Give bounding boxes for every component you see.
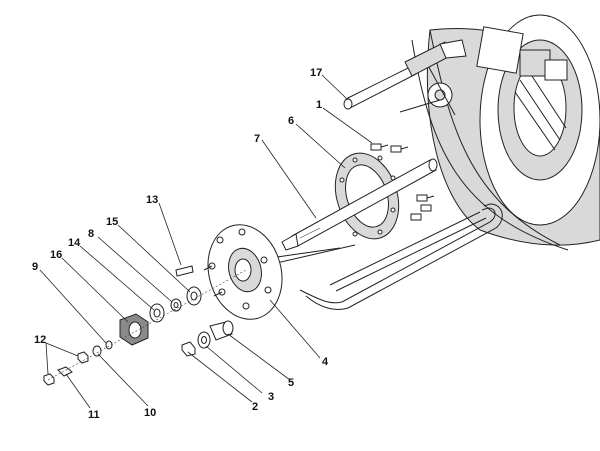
- assembly-axis-line: [47, 269, 247, 381]
- callout-10: 10: [144, 407, 156, 419]
- callout-11: 11: [88, 409, 100, 421]
- part-4-hub-plate: [203, 224, 283, 320]
- part-8-washer: [170, 298, 182, 312]
- part-2-nut: [181, 341, 196, 357]
- callout-7: 7: [254, 133, 260, 145]
- reel-drum: [399, 14, 600, 251]
- part-17-axle-pin: [343, 39, 467, 110]
- callout-12: 12: [34, 334, 46, 346]
- part-7-shaft: [281, 158, 438, 251]
- callout-15: 15: [106, 216, 118, 228]
- callout-8: 8: [88, 228, 94, 240]
- hose-guide-frame: [269, 203, 503, 310]
- part-11-screw: [57, 366, 73, 377]
- part-16-hex-nut: [119, 313, 149, 346]
- callout-2: 2: [252, 401, 258, 413]
- callout-14: 14: [68, 237, 81, 249]
- part-3-bushing: [197, 331, 211, 349]
- part-5-bushing: [209, 320, 234, 341]
- part-10-washer: [92, 345, 102, 357]
- callout-5: 5: [288, 377, 294, 389]
- part-1-bolts: [370, 143, 435, 221]
- part-13-pin: [175, 265, 194, 277]
- callout-17: 17: [310, 67, 322, 79]
- leader-lines: [39, 74, 373, 409]
- callout-4: 4: [322, 356, 329, 368]
- callout-1: 1: [316, 99, 322, 111]
- callout-16: 16: [50, 249, 62, 261]
- callout-6: 6: [288, 115, 294, 127]
- callout-13: 13: [146, 194, 158, 206]
- callout-9: 9: [32, 261, 38, 273]
- callout-3: 3: [268, 391, 274, 403]
